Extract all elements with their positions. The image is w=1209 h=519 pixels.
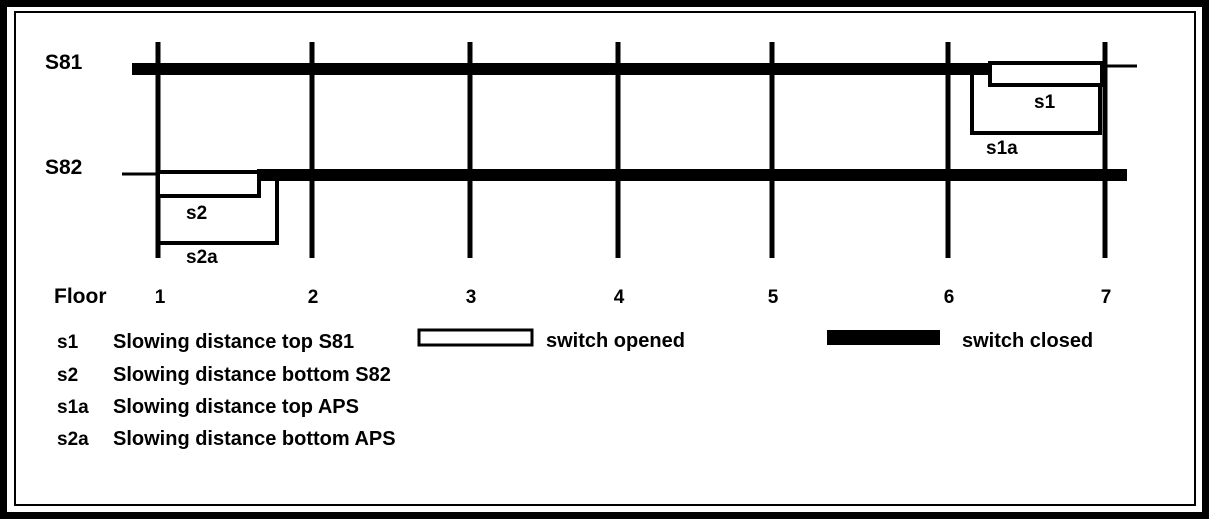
- shaft-row-s82: s2 s2a: [122, 169, 1127, 268]
- legend-label-switch-opened: switch opened: [546, 330, 685, 352]
- legend-key-s2a: s2a: [57, 429, 89, 450]
- axis-label-floor: Floor: [54, 285, 107, 308]
- legend-swatch-switch-opened: [417, 328, 534, 347]
- shaft-label-s81: S81: [45, 51, 83, 74]
- label-s1a: s1a: [986, 138, 1018, 159]
- floor-tick-2: 2: [308, 287, 319, 308]
- floor-tick-1: 1: [155, 287, 166, 308]
- label-s2: s2: [186, 203, 207, 224]
- legend-key-s2: s2: [57, 365, 78, 386]
- legend-key-s1a: s1a: [57, 397, 89, 418]
- legend-key-s1: s1: [57, 332, 79, 353]
- legend-desc-s1a: Slowing distance top APS: [113, 396, 359, 418]
- shaft-label-s82: S82: [45, 156, 82, 179]
- s82-switch-closed-bar: [257, 169, 1127, 181]
- inner-border: [14, 11, 1196, 506]
- floor-tick-7: 7: [1101, 287, 1112, 308]
- s2a-bracket: [158, 181, 279, 245]
- s82-switch-opened-bar: [156, 170, 261, 198]
- floor-tick-6: 6: [944, 287, 955, 308]
- legend-desc-s2: Slowing distance bottom S82: [113, 364, 391, 386]
- s1a-bracket: [970, 70, 1102, 135]
- legend: s1 Slowing distance top S81 s2 Slowing d…: [57, 328, 1093, 450]
- label-s2a: s2a: [186, 247, 218, 268]
- s81-switch-opened-bar: [988, 61, 1104, 87]
- legend-desc-s2a: Slowing distance bottom APS: [113, 428, 396, 450]
- legend-desc-s1: Slowing distance top S81: [113, 331, 354, 353]
- legend-swatch-switch-closed: [827, 330, 940, 345]
- floor-tick-4: 4: [614, 287, 625, 308]
- legend-label-switch-closed: switch closed: [962, 330, 1093, 352]
- label-s1: s1: [1034, 92, 1056, 113]
- floor-gridlines: [155, 42, 1108, 258]
- s81-switch-closed-bar: [132, 63, 990, 75]
- floor-tick-3: 3: [466, 287, 477, 308]
- floor-tick-labels: 1 2 3 4 5 6 7: [155, 287, 1112, 308]
- shaft-row-s81: s1 s1a: [132, 61, 1137, 159]
- floor-tick-5: 5: [768, 287, 779, 308]
